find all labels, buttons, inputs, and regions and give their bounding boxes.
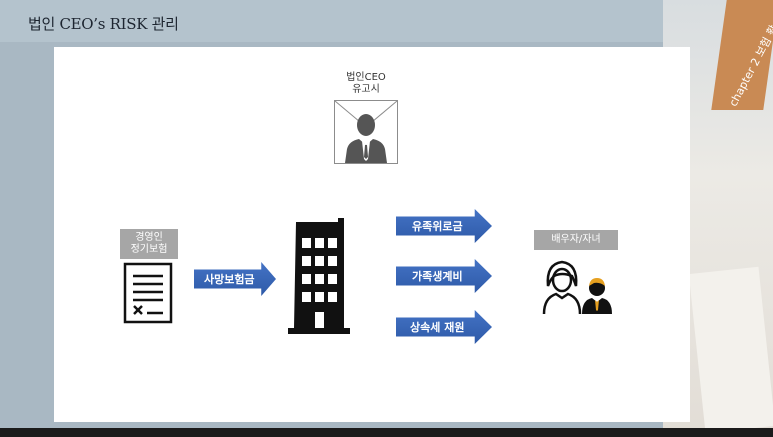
bottom-bar: [0, 428, 773, 437]
ceo-label-line1: 법인CEO: [346, 72, 386, 83]
inheritance-tax-arrow: 상속세 재원: [396, 310, 492, 344]
inheritance-tax-label: 상속세 재원: [410, 321, 465, 334]
family-label: 배우자/자녀: [551, 234, 601, 245]
family-label-box: 배우자/자녀: [534, 230, 618, 250]
ceo-frame: [334, 100, 398, 164]
insurance-document-icon: [123, 262, 173, 324]
bereavement-label: 유족위로금: [411, 220, 463, 233]
ceo-businessman-icon: [334, 100, 398, 163]
page-title: 법인 CEO’s RISK 관리: [28, 15, 179, 33]
bereavement-arrow: 유족위로금: [396, 209, 492, 243]
spouse-child-icon: [542, 260, 612, 315]
living-cost-label: 가족생계비: [411, 270, 463, 283]
living-cost-arrow: 가족생계비: [396, 259, 492, 293]
insurance-label-line1: 경영인: [135, 232, 163, 243]
death-benefit-arrow: 사망보험금: [194, 262, 276, 296]
corporate-building-icon: [288, 218, 350, 334]
header-bar: 법인 CEO’s RISK 관리: [0, 0, 773, 42]
ceo-label: 법인CEO 유고시: [334, 72, 398, 96]
death-benefit-label: 사망보험금: [203, 273, 255, 286]
ceo-label-line2: 유고시: [352, 84, 380, 95]
insurance-label-box: 경영인 정기보험: [120, 229, 178, 259]
insurance-label-line2: 정기보험: [130, 244, 168, 255]
